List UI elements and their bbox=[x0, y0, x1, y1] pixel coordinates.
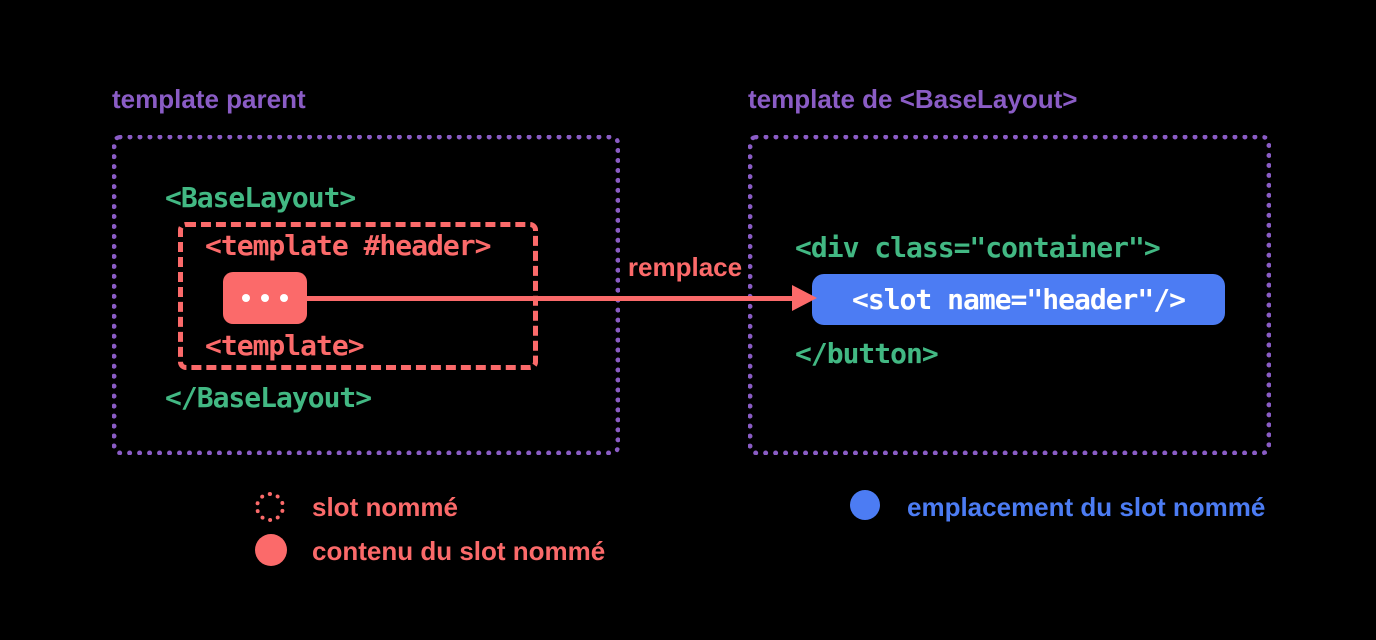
baselayout-open-tag: <BaseLayout> bbox=[165, 181, 356, 214]
legend-slot-content-label: contenu du slot nommé bbox=[312, 536, 606, 566]
named-slot-outline-box: <template #header> <template> bbox=[178, 222, 538, 370]
left-template-box: <BaseLayout> <template #header> <templat… bbox=[112, 135, 620, 455]
slot-content-box bbox=[223, 272, 307, 324]
right-panel-title: template de <BaseLayout> bbox=[748, 84, 1078, 114]
ellipsis-icon bbox=[242, 294, 288, 302]
right-template-box: <div class="container"> <slot name="head… bbox=[748, 135, 1271, 455]
div-container-open-tag: <div class="container"> bbox=[795, 231, 1161, 264]
solid-blue-circle-icon bbox=[850, 490, 880, 520]
legend-slot-placement-label: emplacement du slot nommé bbox=[907, 492, 1266, 522]
baselayout-close-tag: </BaseLayout> bbox=[165, 381, 372, 414]
arrow-label: remplace bbox=[627, 252, 743, 282]
left-panel-title: template parent bbox=[112, 84, 306, 114]
remplace-arrow-line bbox=[307, 296, 793, 301]
solid-red-circle-icon bbox=[255, 534, 287, 566]
button-close-tag: </button> bbox=[795, 337, 939, 370]
dotted-circle-icon bbox=[255, 492, 285, 522]
template-header-open-tag: <template #header> bbox=[205, 229, 491, 262]
remplace-arrow-head bbox=[792, 285, 817, 311]
slot-placeholder-tag: <slot name="header"/> bbox=[851, 282, 1186, 316]
slot-placeholder-box: <slot name="header"/> bbox=[812, 274, 1225, 325]
legend-named-slot-label: slot nommé bbox=[312, 492, 458, 522]
template-close-tag: <template> bbox=[205, 329, 365, 362]
